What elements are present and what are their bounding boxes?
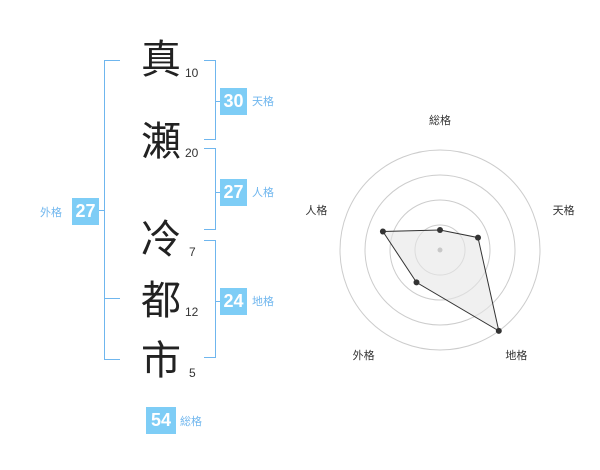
stroke-count-4: 12 xyxy=(185,305,199,319)
chikaku-value-badge: 24 xyxy=(220,288,247,315)
soukaku-label: 総格 xyxy=(180,415,202,428)
jinkaku-label: 人格 xyxy=(252,186,274,199)
radar-axis-label-3: 地格 xyxy=(505,348,527,362)
chikaku-connector xyxy=(216,301,220,302)
radar-point-5 xyxy=(379,228,386,235)
gaikaku-value-badge: 27 xyxy=(72,198,99,225)
gaikaku-label: 外格 xyxy=(40,206,62,219)
jinkaku-bracket xyxy=(204,148,216,230)
radar-grid-ring-4 xyxy=(339,149,541,351)
stroke-count-5: 5 xyxy=(189,366,196,380)
radar-axis-label-2: 天格 xyxy=(553,203,575,217)
tenkaku-label: 天格 xyxy=(252,95,274,108)
name-char-4: 都 xyxy=(141,278,181,324)
gaikaku-bracket-mid xyxy=(104,298,120,299)
jinkaku-connector xyxy=(216,192,220,193)
radar-series-area xyxy=(381,229,500,332)
radar-point-4 xyxy=(413,279,420,286)
stroke-count-3: 7 xyxy=(189,245,196,259)
stroke-count-2: 20 xyxy=(185,146,199,160)
radar-point-2 xyxy=(475,234,481,241)
tenkaku-value-badge: 30 xyxy=(220,88,247,115)
radar-axis-label-4: 外格 xyxy=(353,348,375,362)
tenkaku-bracket xyxy=(204,60,216,140)
jinkaku-value-badge: 27 xyxy=(220,179,247,206)
chikaku-bracket xyxy=(204,240,216,358)
radar-point-3 xyxy=(495,327,502,334)
tenkaku-connector xyxy=(216,101,220,102)
gaikaku-connector xyxy=(98,210,104,211)
radar-axis-label-5: 人格 xyxy=(305,203,327,217)
radar-center-point xyxy=(437,247,443,253)
radar-grid-ring-3 xyxy=(364,174,516,326)
radar-axis-label-1: 総格 xyxy=(429,113,451,127)
name-char-2: 瀬 xyxy=(141,119,181,165)
name-char-1: 真 xyxy=(141,37,181,83)
soukaku-value-badge: 54 xyxy=(146,407,176,434)
radar-grid-ring-2 xyxy=(389,199,491,301)
gaikaku-bracket xyxy=(104,60,120,360)
name-char-5: 市 xyxy=(141,338,181,384)
stroke-count-1: 10 xyxy=(185,66,199,80)
chikaku-label: 地格 xyxy=(252,295,274,308)
radar-point-1 xyxy=(437,227,443,233)
name-char-3: 冷 xyxy=(141,217,181,263)
